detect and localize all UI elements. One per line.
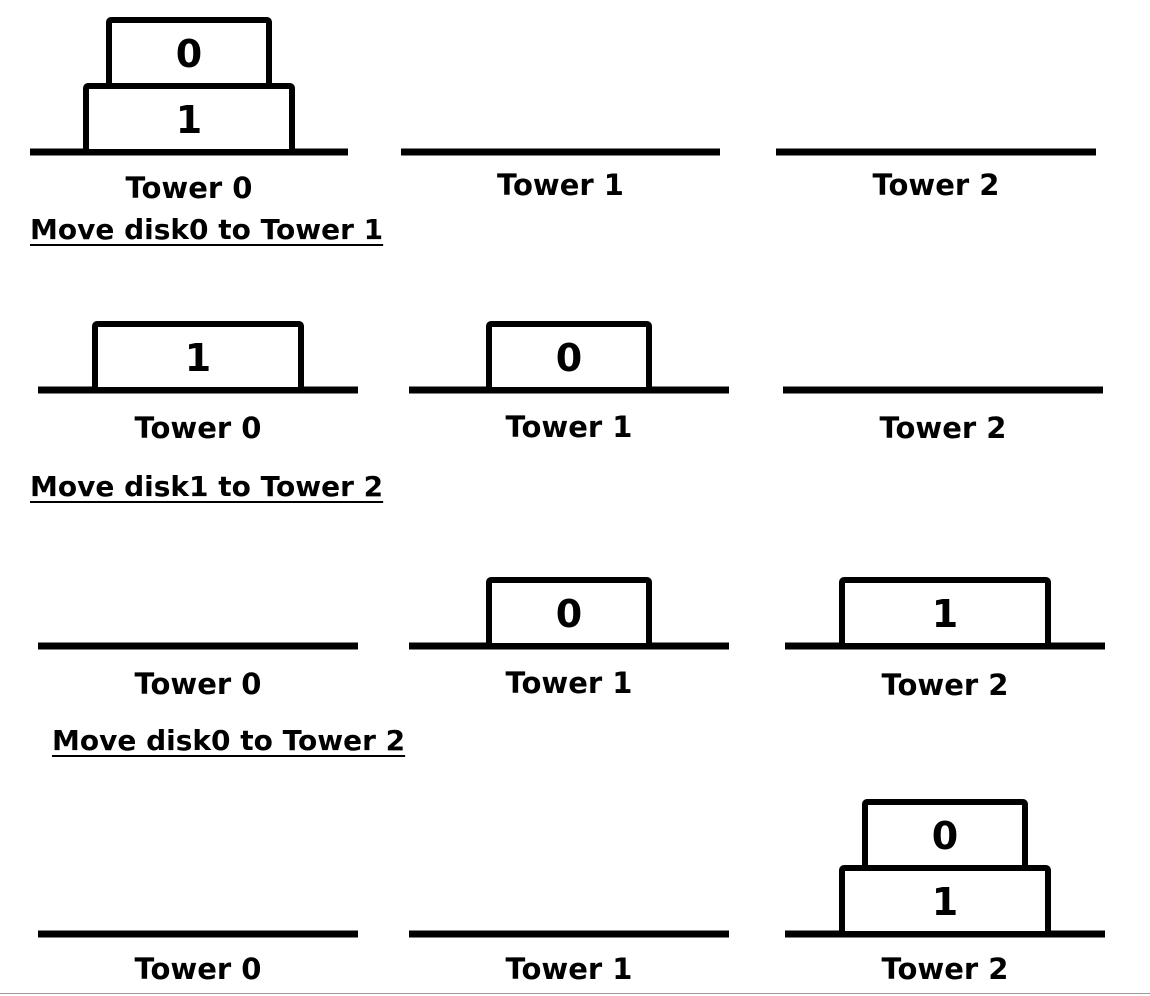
disk-0 [486,321,652,393]
disk-label: 0 [556,592,582,636]
disk-1 [839,577,1051,649]
disk-label: 1 [932,592,958,636]
move-caption-1: Move disk0 to Tower 1 [30,213,384,246]
state-4: Tower 0 Tower 1 Tower 2 1 0 [38,799,1105,986]
disk-label: 0 [932,814,958,858]
tower-label: Tower 2 [873,168,1000,202]
tower-label: Tower 0 [135,411,262,445]
tower-label: Tower 2 [882,952,1009,986]
tower-label: Tower 2 [880,411,1007,445]
tower-label: Tower 1 [506,666,633,700]
disk-0 [862,799,1028,871]
disk-0 [486,577,652,649]
move-caption-3: Move disk0 to Tower 2 [52,724,406,757]
tower-label: Tower 1 [506,410,633,444]
disk-label: 0 [176,32,202,76]
tower-label: Tower 0 [126,171,253,205]
tower-label: Tower 1 [506,952,633,986]
tower-label: Tower 2 [882,668,1009,702]
tower-label: Tower 0 [135,952,262,986]
move-caption-2: Move disk1 to Tower 2 [30,470,384,503]
disk-label: 1 [176,98,202,142]
tower-label: Tower 0 [135,667,262,701]
disk-1 [92,321,304,393]
bottom-divider [0,993,1150,994]
disk-label: 1 [932,880,958,924]
disk-label: 1 [185,336,211,380]
tower-label: Tower 1 [497,168,624,202]
disk-0 [106,17,272,89]
disk-label: 0 [556,336,582,380]
